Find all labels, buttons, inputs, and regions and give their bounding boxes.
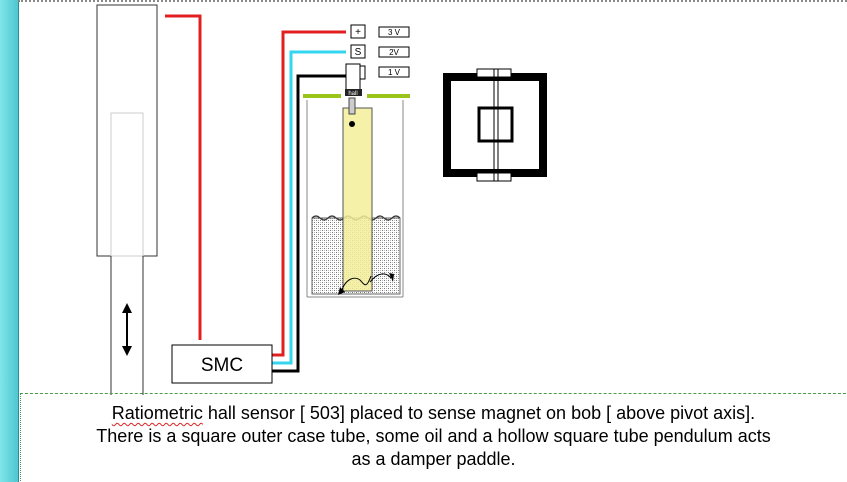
hall-sensor-label: hall bbox=[348, 91, 357, 97]
hall-sensor: hall bbox=[345, 63, 362, 97]
pendulum-bob bbox=[342, 107, 373, 292]
caption-first-word: Ratiometric bbox=[111, 403, 203, 423]
caption-line-1-rest: hall sensor [ 503] placed to sense magne… bbox=[202, 403, 756, 423]
wire-red bbox=[272, 30, 346, 357]
pin-plus-voltage: 3 V bbox=[388, 28, 401, 37]
pin-signal-voltage: 2V bbox=[389, 48, 399, 57]
caption-line-3: as a damper paddle. bbox=[351, 449, 516, 469]
left-sidebar-strip bbox=[0, 0, 19, 482]
pin-plus-symbol: + bbox=[355, 27, 361, 38]
wire-cyan bbox=[272, 50, 346, 365]
wire-black bbox=[272, 74, 346, 373]
caption-line-1: Ratiometric hall sensor [ 503] placed to… bbox=[21, 402, 846, 425]
diagram-caption: Ratiometric hall sensor [ 503] placed to… bbox=[20, 393, 846, 481]
pin-plus: + 3 V bbox=[350, 24, 410, 39]
pin-signal-symbol: S bbox=[355, 47, 362, 58]
smc-box: SMC bbox=[171, 344, 273, 384]
double-arrow-icon bbox=[122, 303, 132, 356]
pendulum-diagram: SMC + 3 V S 2V - 1 V hall bbox=[96, 4, 547, 395]
smc-label: SMC bbox=[201, 355, 243, 376]
magnet bbox=[348, 97, 356, 115]
pin-signal: S 2V bbox=[350, 44, 410, 59]
flow-arrows-icon bbox=[338, 273, 394, 295]
wire-red-left bbox=[165, 14, 202, 340]
pivot-point bbox=[349, 121, 355, 127]
tube-window bbox=[110, 112, 144, 257]
caption-line-2: There is a square outer case tube, some … bbox=[96, 426, 771, 446]
top-border bbox=[18, 0, 847, 5]
upper-tube bbox=[96, 4, 158, 257]
square-tube-cross-section bbox=[443, 68, 547, 182]
pin-minus-voltage: 1 V bbox=[388, 68, 401, 77]
